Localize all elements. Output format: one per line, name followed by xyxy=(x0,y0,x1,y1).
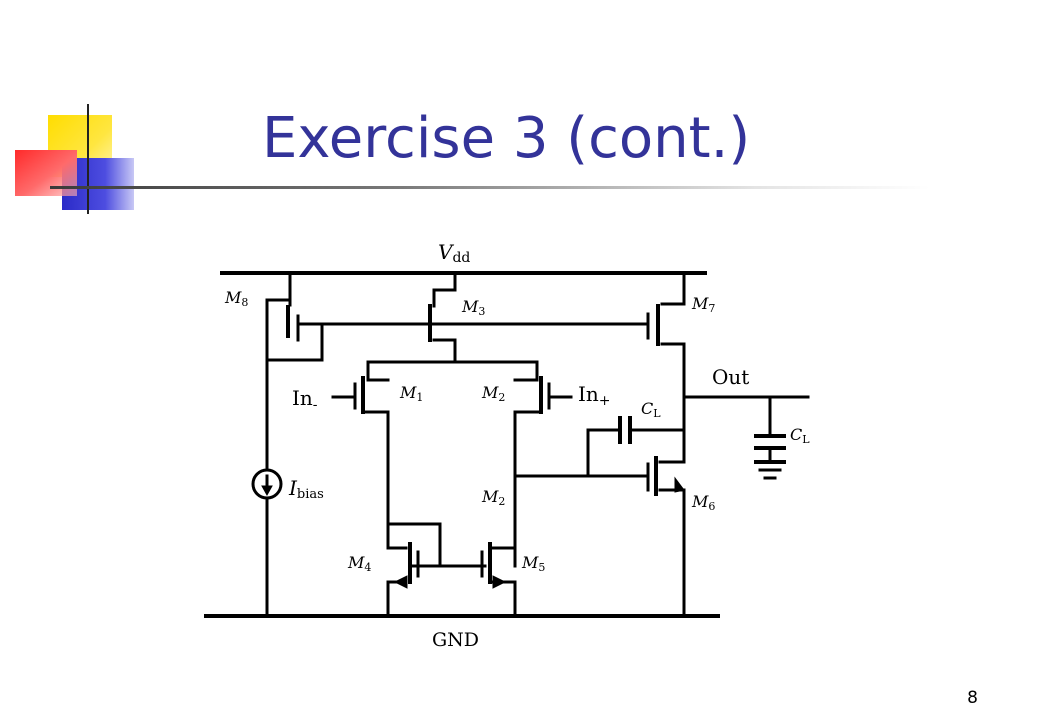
vdd-label: Vdd xyxy=(438,240,470,266)
label-m4: M4 xyxy=(347,553,371,574)
gnd-label: GND xyxy=(432,629,479,651)
label-cl-load: CL xyxy=(790,425,810,446)
slide-title: Exercise 3 (cont.) xyxy=(262,106,751,171)
transistor-m8 xyxy=(265,271,324,362)
out-label: Out xyxy=(712,365,749,389)
m5-arrow xyxy=(492,575,507,589)
in-minus-label: In- xyxy=(292,386,318,413)
transistor-m2 xyxy=(513,360,573,568)
label-cl-compensation: CL xyxy=(641,399,661,420)
load-capacitor xyxy=(754,395,786,480)
label-m2-mid: M2 xyxy=(481,487,505,508)
label-m7: M7 xyxy=(691,294,715,315)
label-m6: M6 xyxy=(691,492,715,513)
ibias-label: Ibias xyxy=(288,476,324,502)
in-plus-label: In+ xyxy=(578,382,611,409)
m6-arrow xyxy=(674,476,685,493)
label-m5: M5 xyxy=(521,553,545,574)
decor-vertical-line xyxy=(87,104,89,214)
transistor-m4 xyxy=(386,522,442,618)
page-number: 8 xyxy=(967,688,978,708)
transistor-m3 xyxy=(428,271,457,364)
label-m1: M1 xyxy=(399,383,423,404)
transistor-m7 xyxy=(646,271,686,442)
label-m8: M8 xyxy=(224,288,248,309)
transistor-m1 xyxy=(331,360,390,526)
m4-arrow xyxy=(393,575,408,589)
bias-current-source xyxy=(251,358,283,618)
label-m3: M3 xyxy=(461,297,485,318)
title-rule xyxy=(50,186,930,189)
transistor-m6 xyxy=(638,438,686,618)
label-m2-top: M2 xyxy=(481,383,505,404)
comp-cap-left-wire xyxy=(586,428,620,478)
